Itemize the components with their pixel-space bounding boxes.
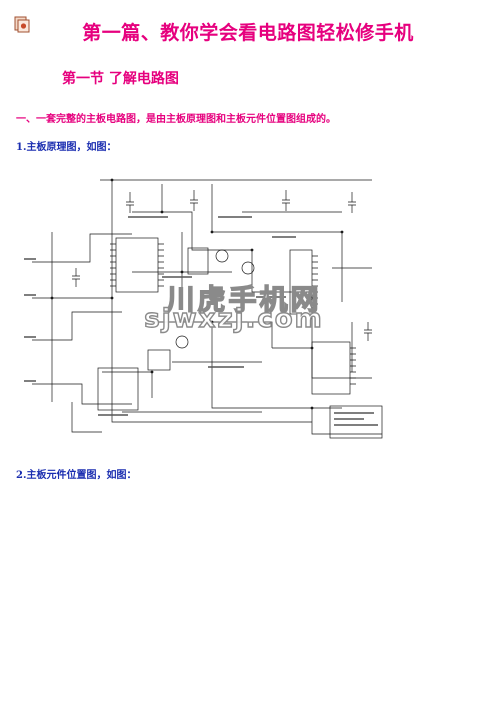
section-heading: 第一节 了解电路图 [62, 71, 179, 87]
watermark-text: 川虎手机网 [166, 282, 322, 316]
page-title: 第一篇、教你学会看电路图轻松修手机 [82, 22, 414, 44]
intro-paragraph: 一、一套完整的主板电路图，是由主板原理图和主板元件位置图组成的。 [16, 114, 336, 125]
document-icon [14, 16, 30, 33]
watermark-url: sjwxzj.com [144, 303, 324, 334]
circuit-schematic-image [24, 178, 383, 439]
item-schematic-caption: 1.主板原理图，如图： [16, 142, 117, 153]
item-layout-caption: 2.主板元件位置图，如图： [16, 470, 137, 481]
